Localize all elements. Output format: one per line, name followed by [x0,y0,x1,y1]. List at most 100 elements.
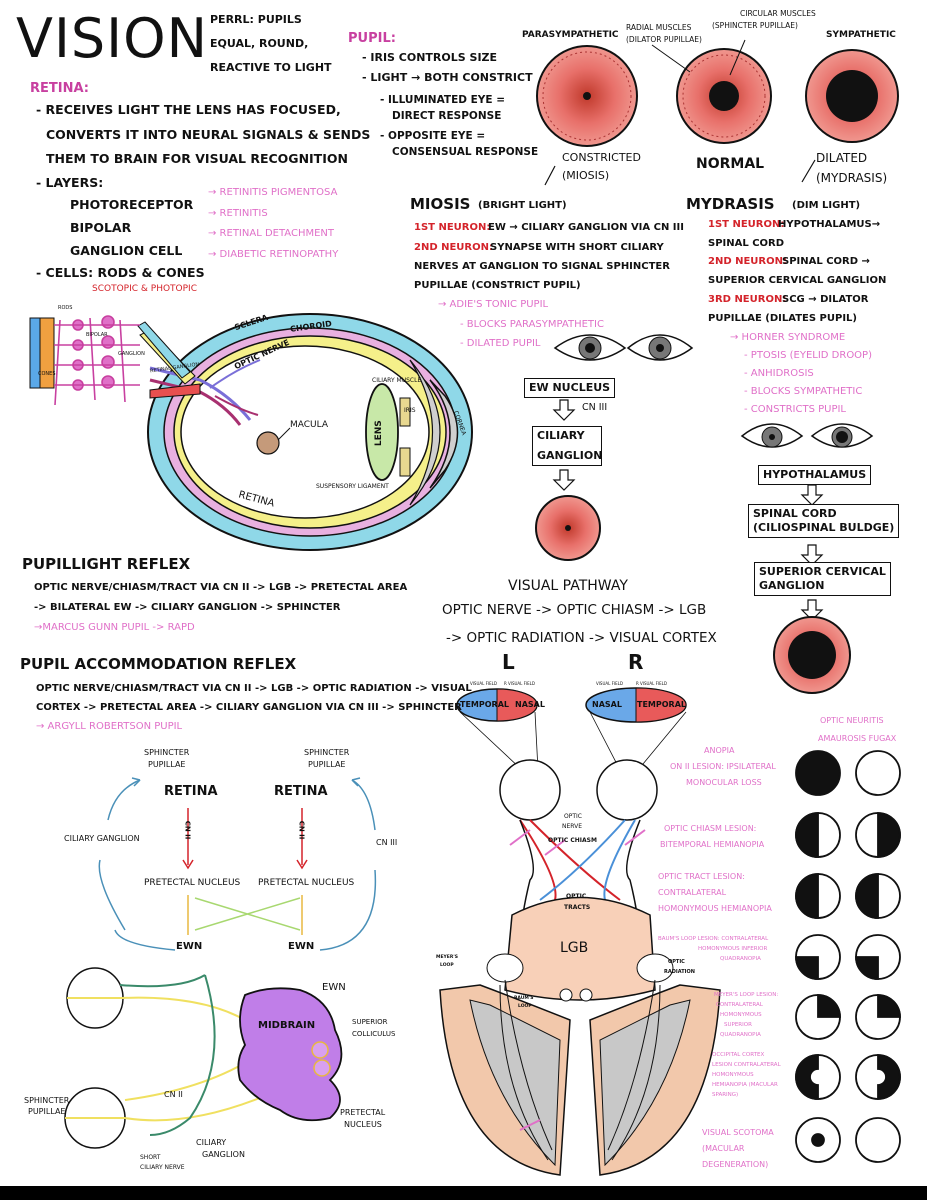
arc-cn3: CN III [376,838,398,847]
horner-3: - ANHIDROSIS [744,368,814,379]
mb-short-1: SHORT [140,1154,161,1161]
deficit-baum-3: QUADRANOPIA [720,956,761,962]
miosis-sub: (BRIGHT LIGHT) [478,200,567,211]
label-normal: NORMAL [696,156,765,172]
label-circular-1: CIRCULAR MUSCLES [740,9,816,18]
light-reflex-line-1: OPTIC NERVE/CHIASM/TRACT VIA CN II -> LG… [34,582,408,593]
box-scg: SUPERIOR CERVICAL GANGLION [754,562,891,596]
layer-bipolar: BIPOLAR [70,220,132,235]
label-suspensory: SUSPENSORY LIGAMENT [316,483,389,490]
perrl-line-3: REACTIVE TO LIGHT [210,61,332,74]
arc-pretectal-right: PRETECTAL NUCLEUS [258,878,355,888]
label-radiation-2: RADIATION [664,969,695,975]
pupil-line-5: - OPPOSITE EYE = [380,130,486,142]
iris-miosis-result [535,495,601,561]
label-dilated: DILATED [816,151,868,165]
box-ciliary-ganglion: CILIARY GANGLION [532,426,602,466]
horner-2: - PTOSIS (EYELID DROOP) [744,350,872,361]
pupil-line-4: DIRECT RESPONSE [392,110,502,122]
label-left: L [502,650,515,674]
pupil-line-2: - LIGHT → BOTH CONSTRICT [362,71,533,84]
deficit-scotoma-3: DEGENERATION) [702,1160,769,1169]
deficit-tract-1: OPTIC TRACT LESION: [658,872,745,881]
page-title: VISION [16,7,208,70]
mb-cn2: CN II [164,1090,183,1099]
perrl-line-2: EQUAL, ROUND, [210,37,309,50]
label-meyers-1: MEYER'S [436,955,458,960]
bottom-border-bar [0,1186,927,1200]
box-spinal-cord: SPINAL CORD (CILIOSPINAL BULDGE) [748,504,900,538]
horner-4: - BLOCKS SYMPATHETIC [744,386,863,397]
deficit-occ-1: OCCIPITAL CORTEX [712,1052,765,1058]
deficit-neuritis-1: OPTIC NEURITIS [820,716,884,725]
dilated-arrow [801,159,816,183]
box-spinal-line-1: SPINAL CORD [753,507,837,520]
mb-superior-1: SUPERIOR [352,1018,388,1026]
constricted-arrow [544,165,556,186]
mb-sphincter-1: SPHINCTER [24,1096,70,1105]
mydriasis-sub: (DIM LIGHT) [792,200,861,211]
pathway-heading: VISUAL PATHWAY [508,578,628,594]
argyll-robertson: → ARGYLL ROBERTSON PUPIL [36,721,183,732]
mb-ciliary-2: GANGLION [202,1150,245,1159]
label-parasympathetic: PARASYMPATHETIC [522,30,619,40]
label-ciliary-muscle: CILIARY MUSCLE [372,377,422,384]
pupil-line-3: - ILLUMINATED EYE = [380,94,506,106]
myd-n3-line-2: PUPILLAE (DILATES PUPIL) [708,313,857,324]
label-mydrasis: (MYDRASIS) [816,171,888,185]
deficit-chiasm-1: OPTIC CHIASM LESION: [664,824,757,833]
deficit-scotoma-2: (MACULAR [702,1144,745,1153]
adie-3: - DILATED PUPIL [460,338,541,349]
deficit-meyer-3: HOMONYMOUS [720,1012,762,1018]
label-sympathetic: SYMPATHETIC [826,30,896,40]
deficit-meyer-4: SUPERIOR [724,1022,752,1028]
deficit-chiasm-2: BITEMPORAL HEMIANOPIA [660,840,765,849]
deficit-anopia-2: ON II LESION: IPSILATERAL [670,762,776,771]
label-cn3-flow: CN III [582,402,608,413]
deficit-anopia-1: ANOPIA [704,746,735,755]
label-ganglion: GANGLION [118,351,145,357]
miosis-n1: EW → CILIARY GANGLION VIA CN III [488,222,684,233]
label-nasal-left: NASAL [515,700,545,709]
eye-icon-1 [553,334,627,361]
label-miosis: (MIOSIS) [562,169,610,182]
adie-2: - BLOCKS PARASYMPATHETIC [460,319,604,330]
label-temporal-right: TEMPORAL [637,700,686,709]
horner-5: - CONSTRICTS PUPIL [744,404,846,415]
retina-line-2: CONVERTS IT INTO NEURAL SIGNALS & SENDS [46,127,371,142]
retina-line-1: - RECEIVES LIGHT THE LENS HAS FOCUSED, [36,102,341,117]
arc-ewn-left: EWN [176,941,203,952]
mb-ciliary-1: CILIARY [196,1138,227,1147]
disease-4: → DIABETIC RETINOPATHY [208,249,339,260]
box-ciliary-line-2: GANGLION [537,448,603,462]
label-circular-2: (SPHINCTER PUPILLAE) [712,21,798,30]
label-tracts-2: TRACTS [564,904,591,911]
label-r-visual-field-r: R VISUAL FIELD [636,681,667,686]
iris-mydriasis-result [773,616,851,694]
retina-layers-label: - LAYERS: [36,175,104,190]
eye-icon-4 [810,423,874,448]
pupil-line-6: CONSENSUAL RESPONSE [392,146,539,158]
box-ciliary-line-1: CILIARY [537,429,585,442]
arc-pretectal-left: PRETECTAL NUCLEUS [144,878,241,888]
label-cones: CONES [38,371,56,377]
perrl-line-1: PERRL: PUPILS [210,13,302,26]
box-spinal-line-2: (CILIOSPINAL BULDGE) [753,520,895,534]
accommodation-line-2: CORTEX -> PRETECTAL AREA -> CILIARY GANG… [36,702,462,713]
arc-sphincter-right-2: PUPILLAE [308,760,346,769]
arc-ewn-right: EWN [288,941,315,952]
arc-ciliary-ganglion: CILIARY GANGLION [64,834,140,843]
mb-sphincter-2: PUPILLAE [28,1107,66,1116]
mb-midbrain: MIDBRAIN [258,1020,316,1031]
light-reflex-line-2: -> BILATERAL EW -> CILIARY GANGLION -> S… [34,602,341,613]
label-macula: MACULA [290,420,329,430]
label-temporal-left: TEMPORAL [460,700,509,709]
label-lens: LENS [373,420,384,447]
label-visual-field-r: VISUAL FIELD [596,681,623,686]
miosis-heading: MIOSIS [410,195,471,213]
label-chiasm: OPTIC CHIASM [548,837,597,844]
label-lgb: LGB [560,940,589,956]
label-tracts-1: OPTIC [566,893,587,900]
label-iris: IRIS [404,407,416,414]
